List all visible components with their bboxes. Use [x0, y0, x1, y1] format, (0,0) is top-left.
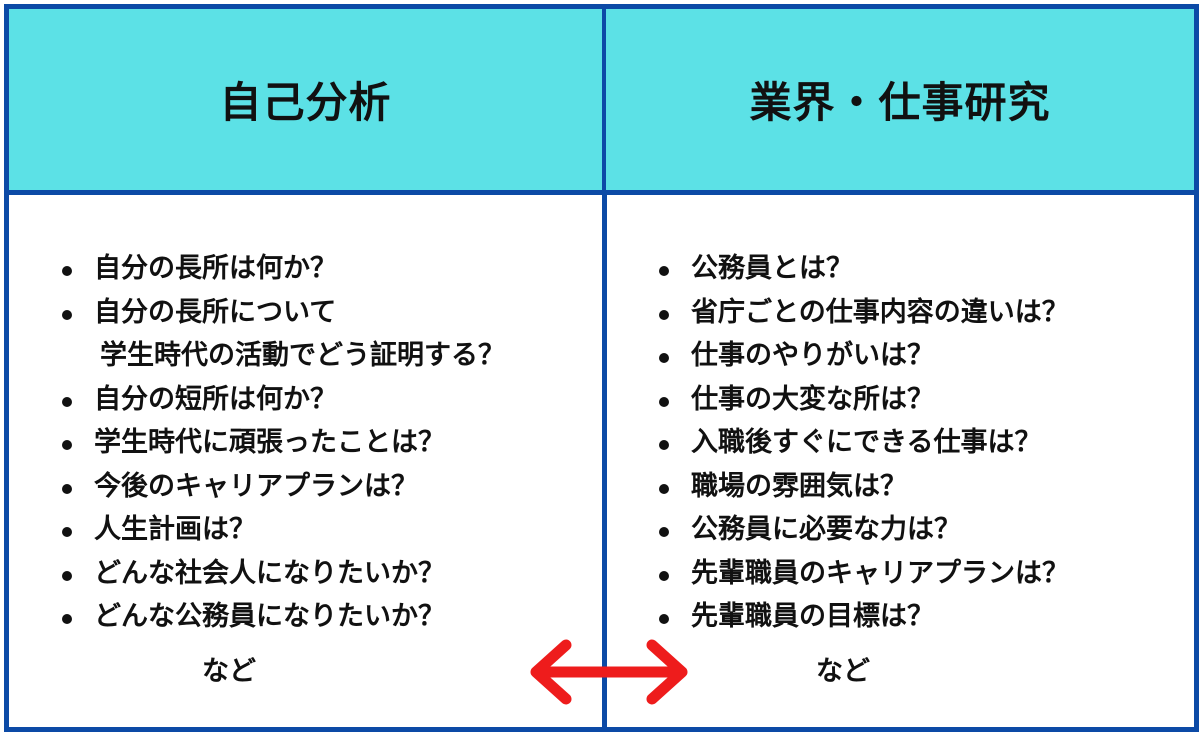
list-item: 入職後すぐにできる仕事は？: [653, 421, 1069, 465]
list-item: 仕事のやりがいは？: [653, 334, 1069, 378]
list-item: 仕事の大変な所は？: [653, 378, 1069, 422]
self-analysis-title: 自己分析: [219, 78, 392, 127]
list-item: 省庁ごとの仕事内容の違いは？: [653, 291, 1069, 335]
header-divider: [9, 190, 602, 195]
list-item: 自分の長所について学生時代の活動でどう証明する？: [56, 291, 505, 378]
self-analysis-footer: など: [202, 656, 256, 687]
industry-research-list: 公務員とは？ 省庁ごとの仕事内容の違いは？ 仕事のやりがいは？ 仕事の大変な所は…: [653, 247, 1069, 639]
list-item: 今後のキャリアプランは？: [56, 465, 505, 509]
list-item: 先輩職員のキャリアプランは？: [653, 552, 1069, 596]
list-item: 先輩職員の目標は？: [653, 595, 1069, 639]
self-analysis-column: 自己分析 自分の長所は何か？ 自分の長所について学生時代の活動でどう証明する？ …: [9, 9, 602, 727]
list-item: 職場の雰囲気は？: [653, 465, 1069, 509]
industry-research-footer: など: [816, 656, 870, 687]
list-item: どんな公務員になりたいか？: [56, 595, 505, 639]
column-divider: [602, 9, 607, 727]
list-item: どんな社会人になりたいか？: [56, 552, 505, 596]
self-analysis-header: 自己分析: [9, 9, 602, 190]
industry-research-column: 業界・仕事研究 公務員とは？ 省庁ごとの仕事内容の違いは？ 仕事のやりがいは？ …: [606, 9, 1194, 727]
self-analysis-list: 自分の長所は何か？ 自分の長所について学生時代の活動でどう証明する？ 自分の短所…: [56, 247, 505, 639]
double-headed-arrow-icon: [530, 639, 688, 705]
list-item: 人生計画は？: [56, 508, 505, 552]
list-item: 自分の短所は何か？: [56, 378, 505, 422]
list-item: 学生時代に頑張ったことは？: [56, 421, 505, 465]
list-item: 自分の長所は何か？: [56, 247, 505, 291]
industry-research-header: 業界・仕事研究: [606, 9, 1194, 190]
header-divider: [606, 190, 1194, 195]
list-item: 公務員とは？: [653, 247, 1069, 291]
list-item: 公務員に必要な力は？: [653, 508, 1069, 552]
industry-research-title: 業界・仕事研究: [749, 78, 1051, 127]
comparison-table: 自己分析 自分の長所は何か？ 自分の長所について学生時代の活動でどう証明する？ …: [4, 4, 1199, 732]
